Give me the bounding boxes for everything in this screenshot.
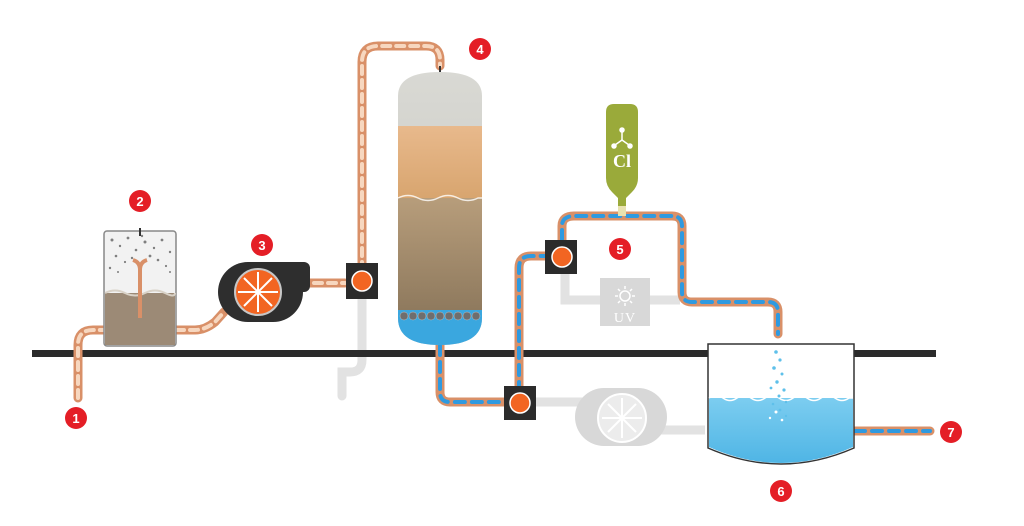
- valve-disinfection: [545, 240, 577, 274]
- sedimentation-tank: [103, 228, 177, 347]
- marker-7: 7: [940, 421, 962, 443]
- treated-water-pipes: [435, 211, 935, 436]
- svg-text:2: 2: [136, 194, 143, 209]
- sand-filter-column: [397, 66, 482, 345]
- chlorine-dispenser: Cl: [606, 104, 638, 216]
- valve-filter-inlet: [346, 263, 378, 299]
- sun-icon: [615, 286, 635, 306]
- marker-1: 1: [65, 407, 87, 429]
- svg-text:3: 3: [258, 238, 265, 253]
- svg-text:6: 6: [777, 484, 784, 499]
- svg-text:1: 1: [72, 411, 79, 426]
- marker-4: 4: [469, 38, 491, 60]
- pump-stage-3: [218, 262, 310, 322]
- bubbles-in-tank: [768, 410, 784, 422]
- marker-3: 3: [251, 234, 273, 256]
- marker-6: 6: [770, 480, 792, 502]
- uv-unit: UV: [600, 278, 650, 326]
- bypass-pump-inactive: [575, 388, 667, 446]
- storage-tank: [707, 343, 855, 465]
- marker-5: 5: [609, 238, 631, 260]
- svg-text:7: 7: [947, 425, 954, 440]
- svg-text:4: 4: [476, 42, 484, 57]
- valve-lower: [504, 386, 536, 420]
- water-droplets: [769, 350, 788, 418]
- chlorine-label: Cl: [613, 151, 631, 171]
- impeller-icon: [238, 272, 278, 312]
- uv-label: UV: [614, 311, 636, 326]
- ground-line: [32, 350, 936, 357]
- molecule-icon: [611, 127, 633, 149]
- marker-2: 2: [129, 190, 151, 212]
- gravel-layer: [399, 311, 481, 321]
- particles: [108, 234, 172, 273]
- svg-text:5: 5: [616, 242, 623, 257]
- step-markers: 1 2 3 4 5 6 7: [65, 38, 962, 502]
